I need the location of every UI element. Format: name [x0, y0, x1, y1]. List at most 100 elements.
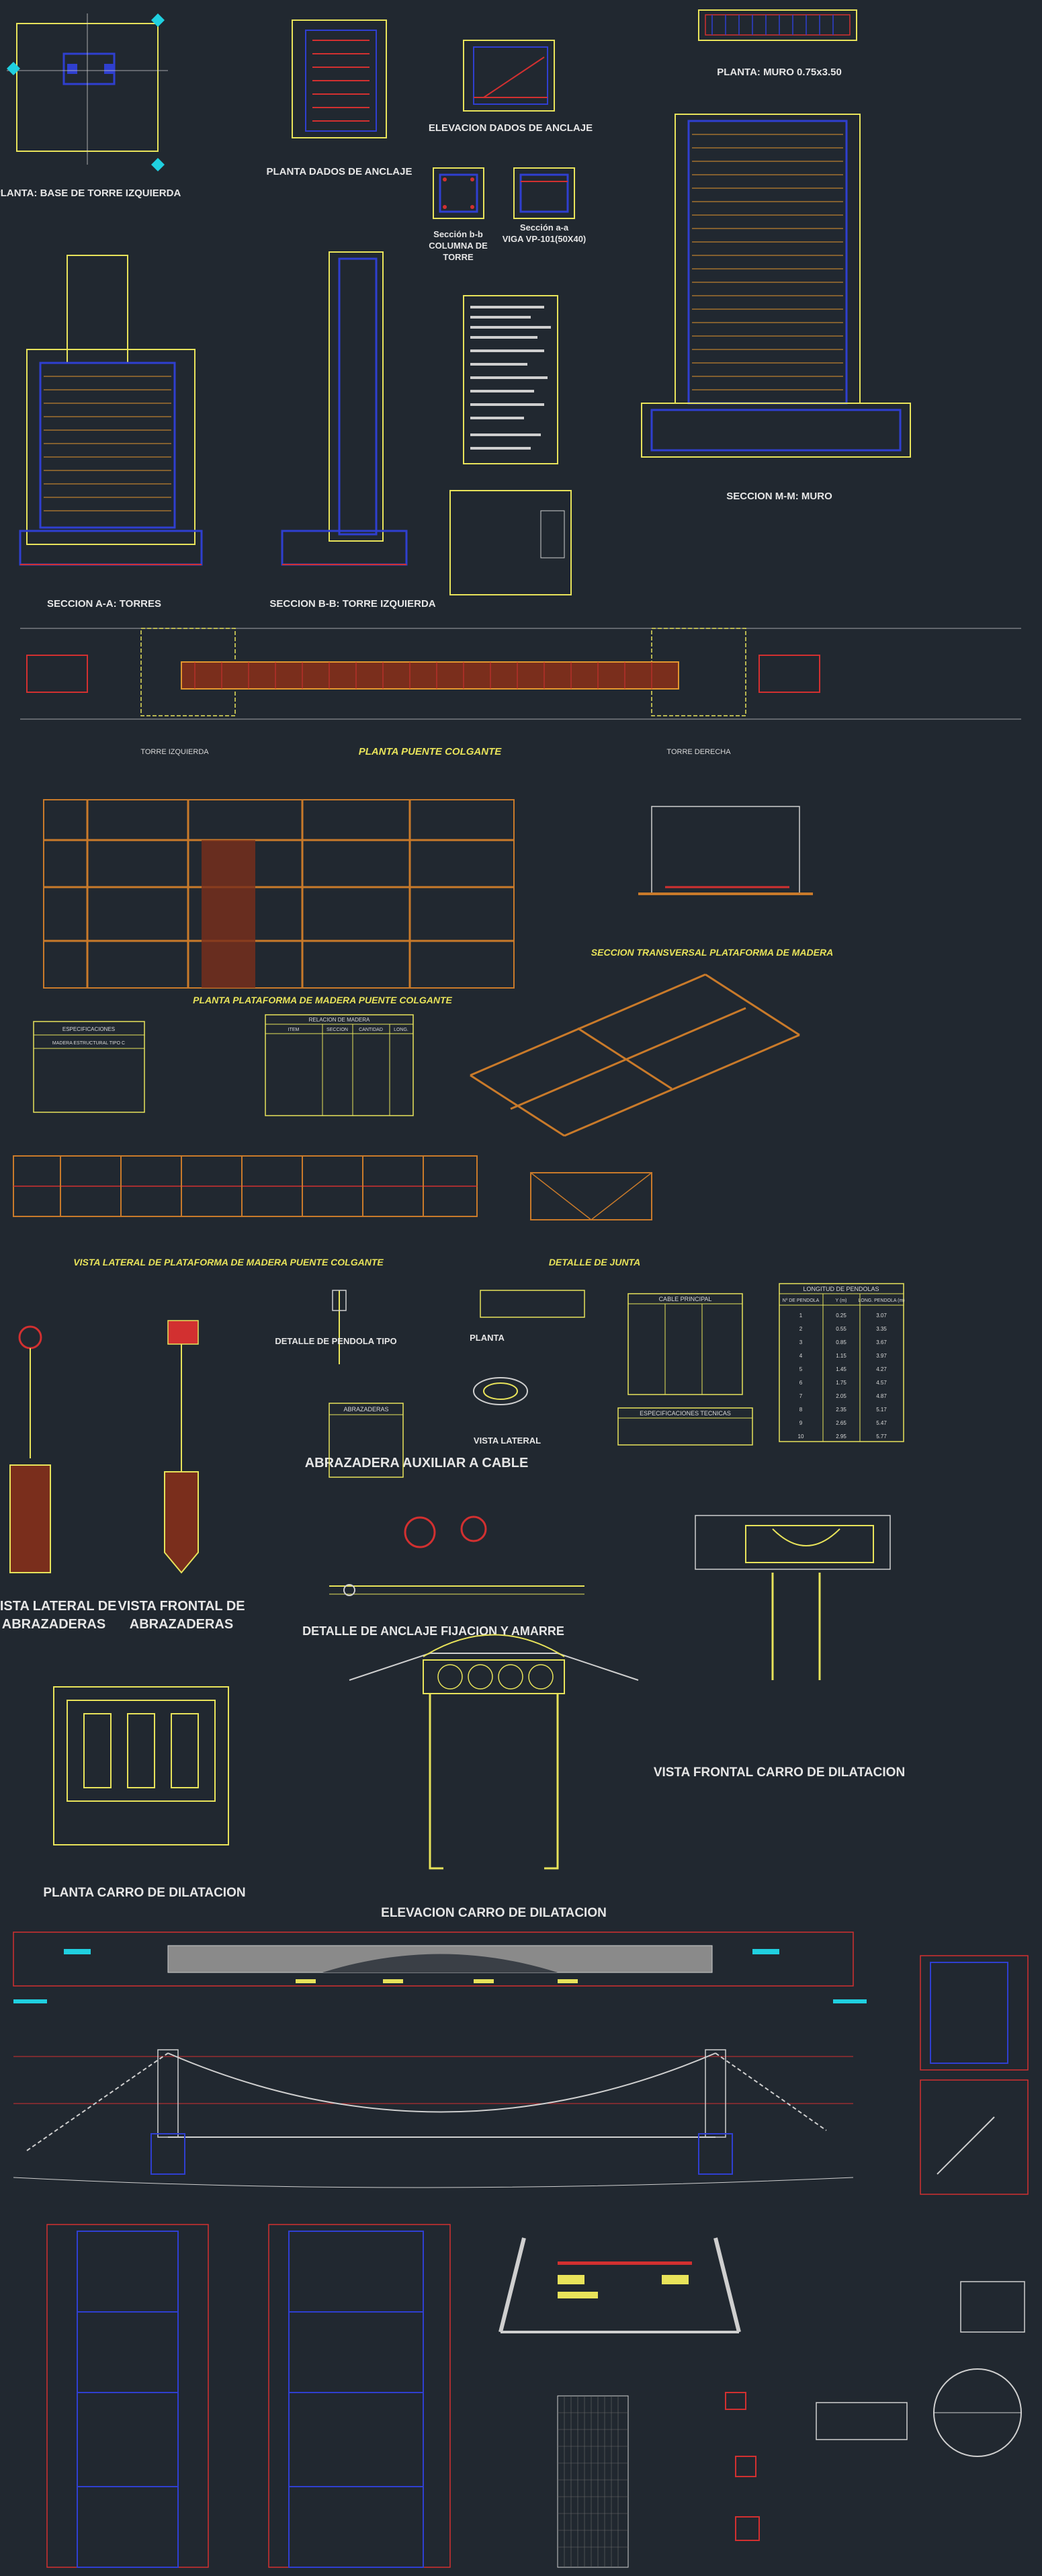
- seccion-bb-columna-title-3: TORRE: [443, 252, 474, 262]
- table-cell: 4: [799, 1353, 803, 1359]
- longitud-pendolas-header-long: LONG. PENDOLA (m): [858, 1298, 904, 1303]
- table-cell: 1.45: [836, 1366, 846, 1372]
- table-cell: 2.95: [836, 1434, 846, 1440]
- table-cell: 3.67: [876, 1339, 887, 1345]
- seccion-aa-torres-drawing: [19, 255, 203, 566]
- planta-abrazadera-title: PLANTA: [470, 1333, 505, 1343]
- table-cell: 4.57: [876, 1380, 887, 1386]
- especificaciones-title: ESPECIFICACIONES TECNICAS: [640, 1410, 731, 1417]
- longitud-pendolas-table: [779, 1283, 904, 1442]
- seccion-transversal-drawing: [638, 806, 813, 895]
- vista-frontal-abrazaderas-title-1: VISTA FRONTAL DE: [118, 1599, 245, 1614]
- table-cell: 0.25: [836, 1313, 846, 1319]
- table-cell: 1.75: [836, 1380, 846, 1386]
- vista-lateral-abrazaderas-title-2: ABRAZADERAS: [2, 1617, 105, 1632]
- especificaciones-madera-title: ESPECIFICACIONES: [62, 1026, 115, 1032]
- longitud-pendolas-rows: 1 0.25 3.07 2 0.55 3.35 3 0.85 3.67 4 1.…: [798, 1313, 887, 1440]
- relacion-madera-header-seccion: SECCION: [327, 1028, 348, 1032]
- vista-lateral-abrazadera-title: VISTA LATERAL: [474, 1436, 541, 1446]
- cable-principal-table: [627, 1293, 743, 1395]
- seccion-aa-torres-title: SECCION A-A: TORRES: [47, 598, 161, 610]
- vista-frontal-carro-title: VISTA FRONTAL CARRO DE DILATACION: [654, 1765, 905, 1780]
- table-cell: 0.55: [836, 1326, 846, 1332]
- vista-frontal-abrazaderas-title-2: ABRAZADERAS: [130, 1617, 233, 1632]
- planta-dados-drawing: [292, 19, 387, 138]
- relacion-madera-title: RELACION DE MADERA: [309, 1017, 370, 1023]
- table-cell: 8: [799, 1407, 803, 1413]
- vista-lateral-plataforma-title: VISTA LATERAL DE PLATAFORMA DE MADERA PU…: [73, 1257, 384, 1268]
- seccion-transversal-title: SECCION TRANSVERSAL PLATAFORMA DE MADERA: [591, 947, 833, 958]
- detalle-anclaje-title: DETALLE DE ANCLAJE FIJACION Y AMARRE: [302, 1624, 564, 1638]
- table-cell: 6: [799, 1380, 803, 1386]
- abrazadera-auxiliar-title: ABRAZADERA AUXILIAR A CABLE: [305, 1456, 529, 1470]
- hoja-inferior-drawing: [0, 1925, 1042, 2576]
- table-cell: 3.35: [876, 1326, 887, 1332]
- seccion-bb-torre-drawing: [281, 251, 408, 566]
- planta-muro-drawing: [698, 9, 857, 41]
- table-cell: 5.17: [876, 1407, 887, 1413]
- planta-carro-drawing: [53, 1686, 229, 1845]
- seccion-aa-viga-drawing: [513, 167, 575, 219]
- planta-base-torre-drawing: [7, 13, 168, 171]
- table-cell: 5: [799, 1366, 803, 1372]
- table-cell: 3: [799, 1339, 803, 1345]
- seccion-bb-columna-title-1: Sección b-b: [433, 229, 483, 239]
- cable-principal-title: CABLE PRINCIPAL: [659, 1296, 712, 1302]
- seccion-mm-muro-drawing: [641, 114, 911, 458]
- relacion-madera-header-long: LONG.: [394, 1028, 408, 1032]
- especificaciones-madera-box: [33, 1021, 145, 1113]
- table-cell: 2.05: [836, 1393, 846, 1399]
- table-cell: 5.47: [876, 1420, 887, 1426]
- abrazaderas-table: [329, 1403, 404, 1478]
- table-cell: 9: [799, 1420, 803, 1426]
- longitud-pendolas-title: LONGITUD DE PENDOLAS: [803, 1286, 879, 1292]
- planta-base-torre-title: PLANTA: BASE DE TORRE IZQUIERDA: [0, 188, 181, 199]
- elevacion-carro-title: ELEVACION CARRO DE DILATACION: [381, 1906, 607, 1920]
- abrazaderas-table-title: ABRAZADERAS: [343, 1406, 388, 1413]
- planta-dados-title: PLANTA DADOS DE ANCLAJE: [267, 166, 413, 177]
- vista-frontal-carro-drawing: [695, 1515, 891, 1680]
- longitud-pendolas-header-y: Y (m): [836, 1298, 847, 1303]
- seccion-mm-muro-title: SECCION M-M: MURO: [726, 491, 832, 502]
- table-cell: 7: [799, 1393, 803, 1399]
- isometrico-plataforma-drawing: [470, 973, 800, 1137]
- seccion-aa-viga-title-2: VIGA VP-101(50X40): [503, 234, 587, 244]
- table-cell: 1: [799, 1313, 803, 1319]
- seccion-aa-viga-title-1: Sección a-a: [520, 222, 569, 233]
- planta-muro-title: PLANTA: MURO 0.75x3.50: [717, 67, 842, 78]
- planta-puente-title: PLANTA PUENTE COLGANTE: [359, 746, 502, 757]
- table-cell: 3.97: [876, 1353, 887, 1359]
- torre-derecha-label: TORRE DERECHA: [666, 748, 731, 756]
- table-cell: 2: [799, 1326, 803, 1332]
- vista-lateral-abrazaderas-title-1: VISTA LATERAL DE: [0, 1599, 117, 1614]
- table-cell: 2.35: [836, 1407, 846, 1413]
- especificaciones-tecnicas-box: [617, 1407, 753, 1446]
- detalle-junta-drawing: [530, 1172, 652, 1220]
- abrazaderas-drawings: [9, 1290, 585, 1574]
- detalle-junta-title: DETALLE DE JUNTA: [549, 1257, 640, 1268]
- detalle-anclaje-drawing: [329, 1515, 584, 1596]
- planta-puente-drawing: [20, 628, 1021, 720]
- planta-carro-title: PLANTA CARRO DE DILATACION: [43, 1886, 245, 1900]
- table-cell: 0.85: [836, 1339, 846, 1345]
- table-cell: 2.65: [836, 1420, 846, 1426]
- relacion-madera-header-cantidad: CANTIDAD: [359, 1028, 383, 1032]
- table-cell: 4.87: [876, 1393, 887, 1399]
- detalle-pendola-title: DETALLE DE PENDOLA TIPO: [275, 1336, 396, 1346]
- elevacion-dados-title: ELEVACION DADOS DE ANCLAJE: [429, 122, 593, 134]
- elevacion-carro-drawing: [349, 1634, 639, 1870]
- notas-box: [449, 295, 572, 595]
- seccion-bb-columna-title-2: COLUMNA DE: [429, 241, 488, 251]
- table-cell: 4.27: [876, 1366, 887, 1372]
- especificaciones-madera-subtitle: MADERA ESTRUCTURAL TIPO C: [52, 1041, 125, 1046]
- table-cell: 3.07: [876, 1313, 887, 1319]
- seccion-bb-torre-title: SECCION B-B: TORRE IZQUIERDA: [269, 598, 435, 610]
- seccion-bb-columna-drawing: [433, 167, 484, 219]
- table-cell: 1.15: [836, 1353, 846, 1359]
- planta-plataforma-title: PLANTA PLATAFORMA DE MADERA PUENTE COLGA…: [193, 995, 452, 1005]
- table-cell: 5.77: [876, 1434, 887, 1440]
- torre-izquierda-label: TORRE IZQUIERDA: [140, 748, 209, 756]
- elevacion-dados-drawing: [463, 40, 555, 112]
- table-cell: 10: [798, 1434, 804, 1440]
